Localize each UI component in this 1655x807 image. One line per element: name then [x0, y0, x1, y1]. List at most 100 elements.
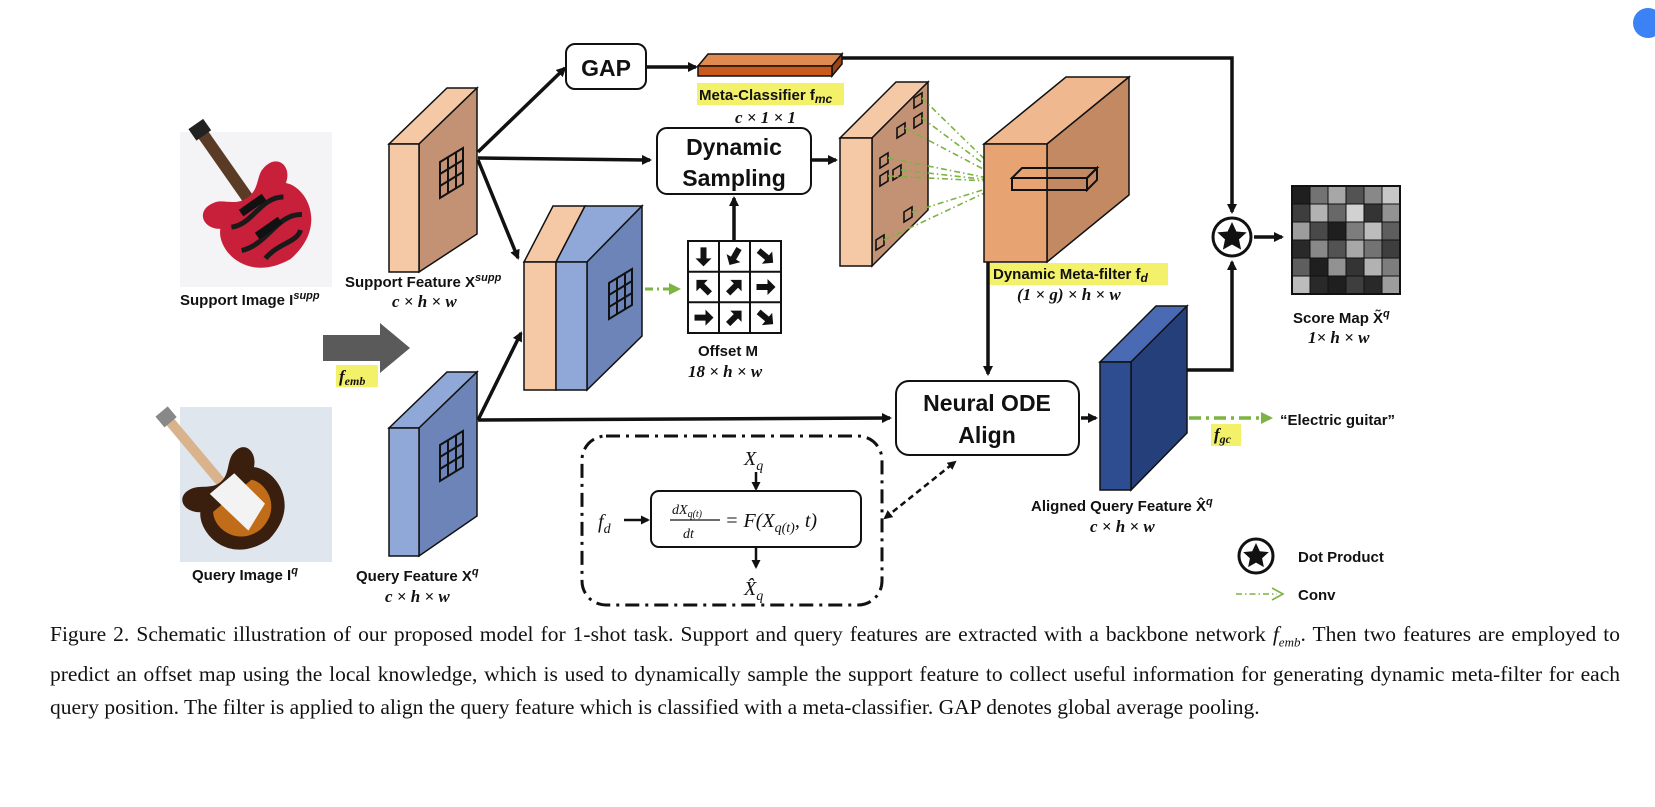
- dynamic-sampling-line2: Sampling: [682, 165, 786, 191]
- offset-label: Offset M: [698, 343, 758, 360]
- ode-rhs: = F(Xq(t), t): [725, 510, 817, 536]
- legend-conv-label: Conv: [1298, 587, 1336, 604]
- score-map-cell: [1291, 239, 1311, 259]
- score-map-cell: [1363, 185, 1383, 205]
- gap-box: [565, 43, 647, 90]
- offset-arrow: [756, 279, 776, 296]
- offset-arrow: [756, 309, 774, 326]
- f-emb-highlight: [336, 365, 378, 387]
- score-map-cell: [1381, 257, 1401, 277]
- aligned-query-feature-label: Aligned Query Feature X̂q: [1031, 496, 1213, 515]
- score-map-cell: [1327, 239, 1347, 259]
- embedding-arrow: [323, 323, 410, 373]
- f-gc-highlight: [1211, 424, 1241, 446]
- legend-conv-arrowhead: [1271, 587, 1285, 601]
- query-feature-cube: [387, 370, 479, 558]
- dynamic-meta-filter-dim: (1 × g) × h × w: [1017, 285, 1121, 304]
- neural-ode-line2: Align: [958, 422, 1016, 448]
- score-map-label: Score Map X̃q: [1293, 308, 1390, 327]
- offset-arrow: [696, 279, 712, 296]
- f-emb-label: femb: [339, 367, 365, 388]
- aligned-query-feature-dim: c × h × w: [1090, 517, 1155, 536]
- score-map-border: [1291, 185, 1401, 295]
- dynamic-meta-filter-label: Dynamic Meta-filter fd: [993, 266, 1149, 285]
- score-map-cell: [1381, 239, 1401, 259]
- support-feature-cube: [387, 86, 479, 274]
- electric-guitar-label: “Electric guitar”: [1280, 412, 1395, 429]
- aligned-query-feature-cube: [1098, 304, 1189, 492]
- flow-arrows: [476, 56, 1284, 424]
- sampled-support-cube: [838, 80, 930, 268]
- dynamic-sampling-box: [656, 127, 812, 195]
- score-map-cell: [1291, 203, 1311, 223]
- score-map-cell: [1381, 185, 1401, 205]
- score-map-cell: [1345, 239, 1365, 259]
- dynamic-meta-filter-cube: [981, 75, 1132, 264]
- ode-output-label: X̂q: [743, 577, 763, 604]
- meta-classifier-label: Meta-Classifier fmc: [699, 87, 833, 106]
- dynamic-sampling-line1: Dynamic: [686, 134, 782, 160]
- query-image: [155, 406, 332, 562]
- score-map-cell: [1309, 221, 1329, 241]
- score-map-grid: [1291, 185, 1401, 295]
- legend-dot-product-symbol: [1237, 537, 1275, 575]
- score-map-cell: [1345, 185, 1365, 205]
- ode-denominator: dt: [683, 527, 695, 542]
- caption-math: femb: [1272, 622, 1301, 650]
- concat-feature-cube: [522, 204, 644, 392]
- ode-fd-label: fd: [598, 511, 612, 537]
- dynamic-meta-filter-highlight: [990, 263, 1168, 285]
- support-image-label: Support Image Isupp: [180, 290, 320, 309]
- support-image: [180, 118, 332, 287]
- offset-arrow: [695, 247, 712, 267]
- score-map-cell: [1381, 275, 1401, 295]
- score-map-cell: [1291, 275, 1311, 295]
- ode-link-arrow: [883, 460, 957, 520]
- legend-dot-product-label: Dot Product: [1298, 549, 1384, 566]
- model-diagram: Support Image Isupp Query Image Iq femb …: [155, 43, 1401, 607]
- offset-arrow: [694, 309, 714, 326]
- query-image-label: Query Image Iq: [192, 565, 298, 584]
- score-map-cell: [1345, 275, 1365, 295]
- score-map-cell: [1363, 221, 1383, 241]
- ode-detail-region: [580, 434, 884, 607]
- score-map-cell: [1363, 239, 1383, 259]
- neural-ode-box: [895, 380, 1080, 456]
- offset-arrow: [726, 279, 742, 296]
- ode-input-label: Xq: [743, 448, 763, 474]
- query-feature-dim: c × h × w: [385, 587, 450, 606]
- figure-caption: Figure 2. Schematic illustration of our …: [50, 618, 1620, 724]
- score-map-dim: 1× h × w: [1308, 328, 1370, 347]
- score-map-cell: [1381, 203, 1401, 223]
- support-feature-label: Support Feature Xsupp: [345, 272, 502, 291]
- score-map-cell: [1291, 221, 1311, 241]
- score-map-cell: [1309, 239, 1329, 259]
- score-map-cell: [1381, 221, 1401, 241]
- neural-ode-line1: Neural ODE: [923, 390, 1051, 416]
- score-map-cell: [1363, 275, 1383, 295]
- meta-classifier-bar: [696, 51, 844, 79]
- score-map-cell: [1291, 185, 1311, 205]
- support-feature-dim: c × h × w: [392, 292, 457, 311]
- gap-label: GAP: [581, 55, 631, 81]
- offset-arrow: [726, 310, 742, 327]
- score-map-cell: [1309, 185, 1329, 205]
- dot-product-symbol: [1211, 216, 1253, 258]
- score-map-cell: [1363, 203, 1383, 223]
- score-map-cell: [1291, 257, 1311, 277]
- corner-action-button[interactable]: [1633, 8, 1655, 38]
- score-map-cell: [1327, 185, 1347, 205]
- score-map-cell: [1327, 275, 1347, 295]
- offset-arrow: [726, 247, 742, 265]
- offset-grid: [687, 240, 782, 334]
- score-map-cell: [1345, 221, 1365, 241]
- ode-numerator: dXq(t): [672, 503, 703, 520]
- score-map-cell: [1327, 203, 1347, 223]
- score-map-cell: [1363, 257, 1383, 277]
- offset-dim: 18 × h × w: [688, 362, 763, 381]
- score-map-cell: [1327, 257, 1347, 277]
- caption-part1: Figure 2. Schematic illustration of our …: [50, 622, 1273, 646]
- offset-arrow: [756, 248, 774, 264]
- score-map-cell: [1309, 257, 1329, 277]
- meta-classifier-highlight: [697, 83, 844, 105]
